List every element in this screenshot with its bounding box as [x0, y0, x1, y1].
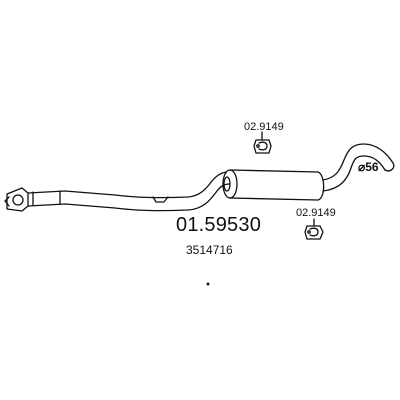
oe-number: 3514716: [186, 243, 233, 257]
middle-silencer: [222, 169, 325, 201]
dot-mark: [206, 282, 210, 286]
clamp-icon: [253, 131, 272, 154]
clamp-part-number: 02.9149: [244, 121, 284, 133]
part-number: 01.59530: [176, 214, 262, 236]
front-pipe: [27, 171, 231, 212]
clamp-icon: [304, 218, 324, 240]
tail-pipe: [322, 143, 395, 192]
pipe-diameter-label: ⌀56: [358, 160, 379, 174]
front-flange: [4, 187, 29, 212]
clamp-part-number: 02.9149: [296, 207, 336, 219]
